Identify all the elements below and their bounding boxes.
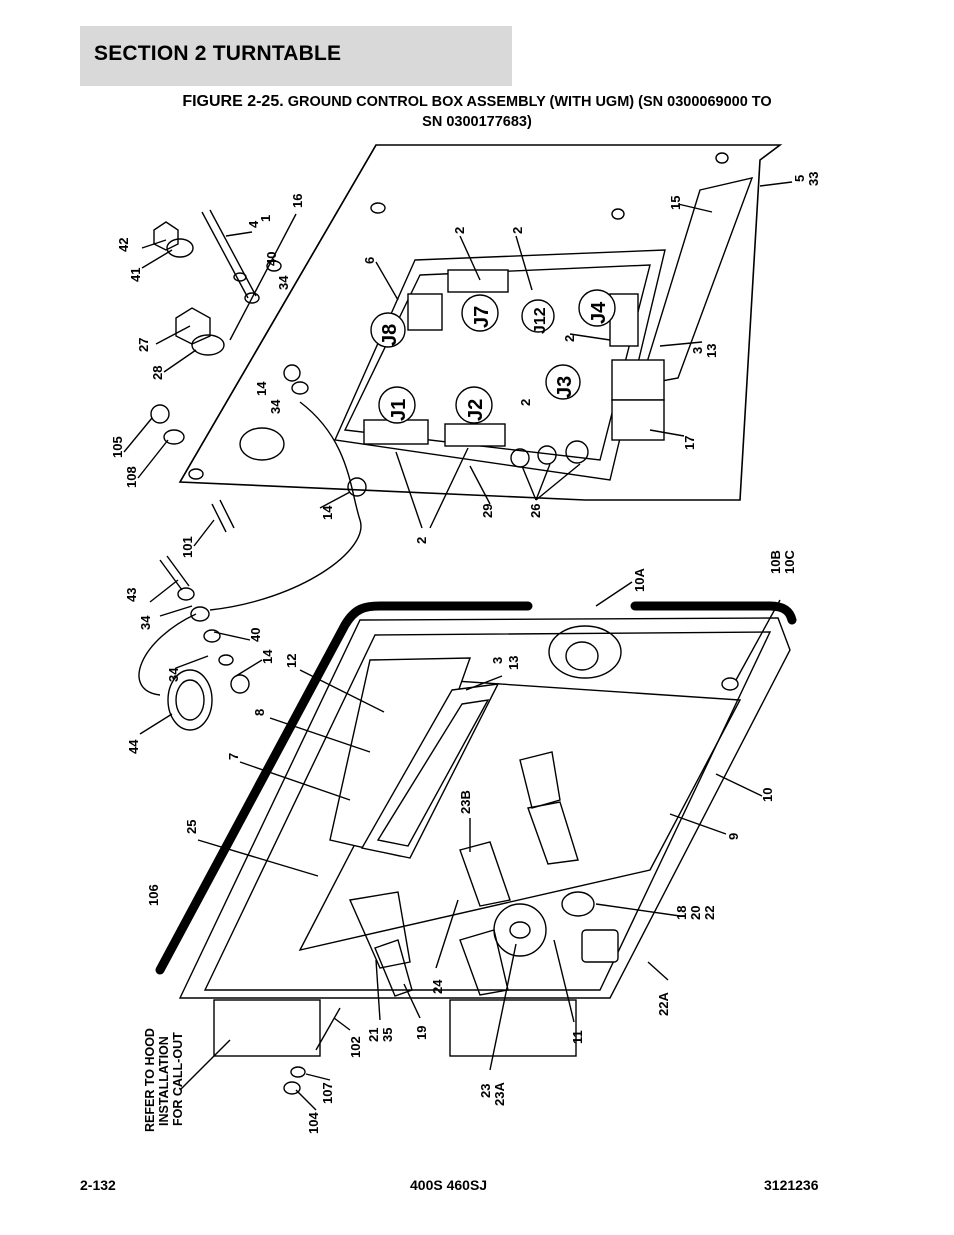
callout-14-a: 14 (254, 381, 269, 396)
callout-22: 22 (702, 906, 717, 920)
callout-42: 42 (116, 238, 131, 252)
callout-104: 104 (306, 1112, 321, 1134)
callout-6: 6 (362, 257, 377, 264)
callout-33: 33 (806, 172, 821, 186)
callout-8: 8 (252, 709, 267, 716)
callout-108: 108 (124, 466, 139, 488)
callout-26: 26 (528, 504, 543, 518)
callout-14-b: 14 (320, 505, 335, 520)
callout-34-d: 34 (166, 667, 181, 682)
note-line2: INSTALLATION (157, 1036, 171, 1126)
callout-16: 16 (290, 194, 305, 208)
callout-18: 18 (674, 906, 689, 920)
figure-label: FIGURE 2-25. (182, 93, 284, 110)
figure-title: FIGURE 2-25. GROUND CONTROL BOX ASSEMBLY… (80, 92, 874, 132)
callout-22A: 22A (656, 992, 671, 1016)
figure-title-line1: GROUND CONTROL BOX ASSEMBLY (WITH UGM) (… (287, 94, 772, 110)
callout-35: 35 (380, 1028, 395, 1042)
callout-105: 105 (110, 436, 125, 458)
callout-10: 10 (760, 788, 775, 802)
cable-106-right (630, 601, 797, 625)
connector-label-J1: J1 (388, 399, 410, 421)
callout-21: 21 (366, 1028, 381, 1042)
callout-20: 20 (688, 906, 703, 920)
callout-15: 15 (668, 196, 683, 210)
connector-label-J4: J4 (588, 301, 610, 324)
callout-41: 41 (128, 268, 143, 282)
section-header-band (80, 26, 512, 86)
callout-102: 102 (348, 1036, 363, 1058)
callout-19: 19 (414, 1026, 429, 1040)
callout-40-top: 40 (264, 252, 279, 266)
cable-106 (155, 601, 533, 975)
callout-14-c: 14 (260, 649, 275, 664)
footer-doc-number: 3121236 (764, 1177, 819, 1193)
callout-10C: 10C (782, 550, 797, 574)
callout-4: 4 (246, 220, 261, 228)
callout-29: 29 (480, 504, 495, 518)
callout-107: 107 (320, 1082, 335, 1104)
callout-24: 24 (430, 979, 445, 994)
callout-44: 44 (126, 739, 141, 754)
note-line1: REFER TO HOOD (143, 1028, 157, 1132)
callout-10B: 10B (768, 550, 783, 574)
figure-title-line2: SN 0300177683) (422, 114, 532, 130)
callout-10A: 10A (632, 568, 647, 592)
callout-13-b: 13 (506, 656, 521, 670)
callout-labels: 16 4 1 42 41 40 34 27 28 14 34 105 108 1… (110, 172, 821, 1134)
callout-106: 106 (146, 884, 161, 906)
callout-40-b: 40 (248, 628, 263, 642)
callout-25: 25 (184, 820, 199, 834)
callout-17: 17 (682, 436, 697, 450)
callout-2-e: 2 (414, 537, 429, 544)
callout-34-c: 34 (138, 615, 153, 630)
callout-28: 28 (150, 366, 165, 380)
callout-2-b: 2 (510, 227, 525, 234)
note-line3: FOR CALL-OUT (171, 1032, 185, 1126)
drawing-linework (123, 144, 793, 1111)
callout-2-c: 2 (562, 335, 577, 342)
callout-3-a: 3 (690, 347, 705, 354)
callout-1: 1 (258, 215, 273, 222)
footer-page-number: 2-132 (80, 1177, 116, 1193)
connector-label-J7: J7 (471, 306, 493, 328)
callout-12: 12 (284, 654, 299, 668)
callout-27: 27 (136, 338, 151, 352)
callout-23B: 23B (458, 790, 473, 814)
connector-label-J2: J2 (465, 399, 487, 421)
callout-101: 101 (180, 536, 195, 558)
connector-label-J8: J8 (379, 324, 401, 346)
connector-label-J3: J3 (554, 376, 576, 398)
connector-label-J12: J12 (532, 307, 549, 334)
callout-43: 43 (124, 588, 139, 602)
callout-5: 5 (792, 175, 807, 182)
callout-2-d: 2 (518, 399, 533, 406)
section-title: SECTION 2 TURNTABLE (94, 42, 342, 65)
callout-9: 9 (726, 833, 741, 840)
callout-7: 7 (226, 753, 241, 760)
callout-34-b: 34 (268, 399, 283, 414)
callout-23A: 23A (492, 1082, 507, 1106)
callout-2-a: 2 (452, 227, 467, 234)
callout-11: 11 (570, 1030, 585, 1044)
callout-23: 23 (478, 1084, 493, 1098)
callout-3-b: 3 (490, 657, 505, 664)
footer-model: 400S 460SJ (410, 1177, 488, 1193)
callout-13-a: 13 (704, 344, 719, 358)
callout-34-a: 34 (276, 275, 291, 290)
